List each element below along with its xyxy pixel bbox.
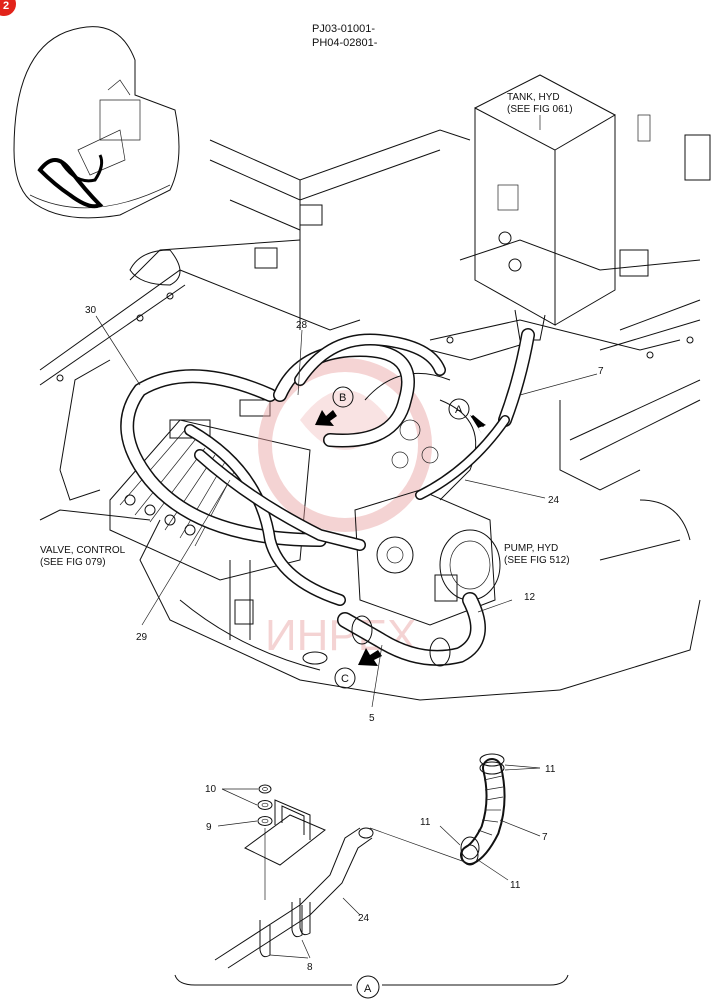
chassis-frame [39, 129, 711, 701]
leader-lines-main [95, 115, 598, 708]
serial-line-1: PJ03-01001- [312, 23, 375, 35]
part-30-label: 30 [85, 305, 97, 316]
detail-part-11a-label: 11 [545, 764, 556, 775]
detail-part-7-label: 7 [542, 832, 548, 843]
part-7-label: 7 [598, 366, 604, 377]
tank-callout-line2: (SEE FIG 061) [507, 104, 573, 115]
detail-part-11c-label: 11 [510, 880, 521, 891]
detail-a: A [174, 753, 569, 999]
locator-inset [13, 26, 180, 219]
part-28-label: 28 [296, 320, 308, 331]
view-marker-a: A [448, 398, 486, 434]
index-badge: 2 [0, 0, 16, 16]
hose-7 [498, 328, 535, 427]
view-marker-b: B [315, 386, 354, 426]
part-24-label: 24 [548, 495, 560, 506]
hose-29 [184, 424, 366, 606]
view-marker-c: C [334, 648, 382, 689]
view-a-letter: A [455, 404, 463, 416]
view-b-letter: B [339, 392, 346, 404]
serial-line-2: PH04-02801- [312, 37, 378, 49]
part-29-label: 29 [136, 632, 148, 643]
detail-part-9-label: 9 [206, 822, 212, 833]
hose-28 [273, 333, 446, 448]
hose-30 [120, 369, 327, 547]
detail-part-11b-label: 11 [420, 817, 431, 828]
valve-callout-line1: VALVE, CONTROL [40, 545, 126, 556]
detail-a-letter: A [364, 983, 372, 995]
part-5-label: 5 [369, 713, 375, 724]
pump-callout-line1: PUMP, HYD [504, 543, 558, 554]
part-12-label: 12 [524, 592, 536, 603]
hydraulic-tank [474, 74, 651, 341]
hose-24 [415, 415, 510, 500]
detail-part-10-label: 10 [205, 784, 217, 795]
pump-callout-line2: (SEE FIG 512) [504, 555, 570, 566]
detail-part-8-label: 8 [307, 962, 313, 973]
hose-12-and-5 [337, 592, 486, 667]
view-c-letter: C [341, 673, 349, 685]
valve-callout-line2: (SEE FIG 079) [40, 557, 106, 568]
detail-part-24-label: 24 [358, 913, 370, 924]
tank-callout-line1: TANK, HYD [507, 92, 560, 103]
index-badge-text: 2 [3, 0, 9, 12]
